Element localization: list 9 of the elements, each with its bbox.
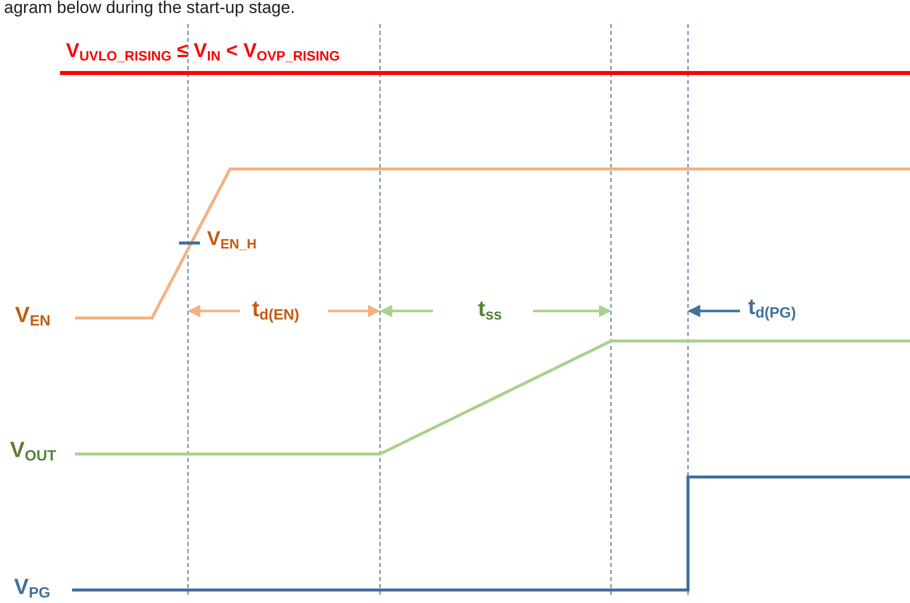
body-text: agram below during the start-up stage. xyxy=(4,0,296,18)
signal-label: V$_{OUT}$ xyxy=(10,437,56,465)
timing-label: t$_{d(EN)}$ xyxy=(252,296,300,324)
condition-label: V$_{UVLO_RISING}$ ≤ V$_{IN}$ < V$_{OVP_RISING}$ xyxy=(66,40,340,64)
signal-label: V$_{EN}$ xyxy=(15,302,50,330)
timing-label: t$_{d(PG)}$ xyxy=(748,294,796,322)
threshold-label: V$_{EN_H}$ xyxy=(207,228,257,252)
signal-label: V$_{PG}$ xyxy=(14,574,50,602)
timing-label: t$_{ss}$ xyxy=(478,296,502,324)
